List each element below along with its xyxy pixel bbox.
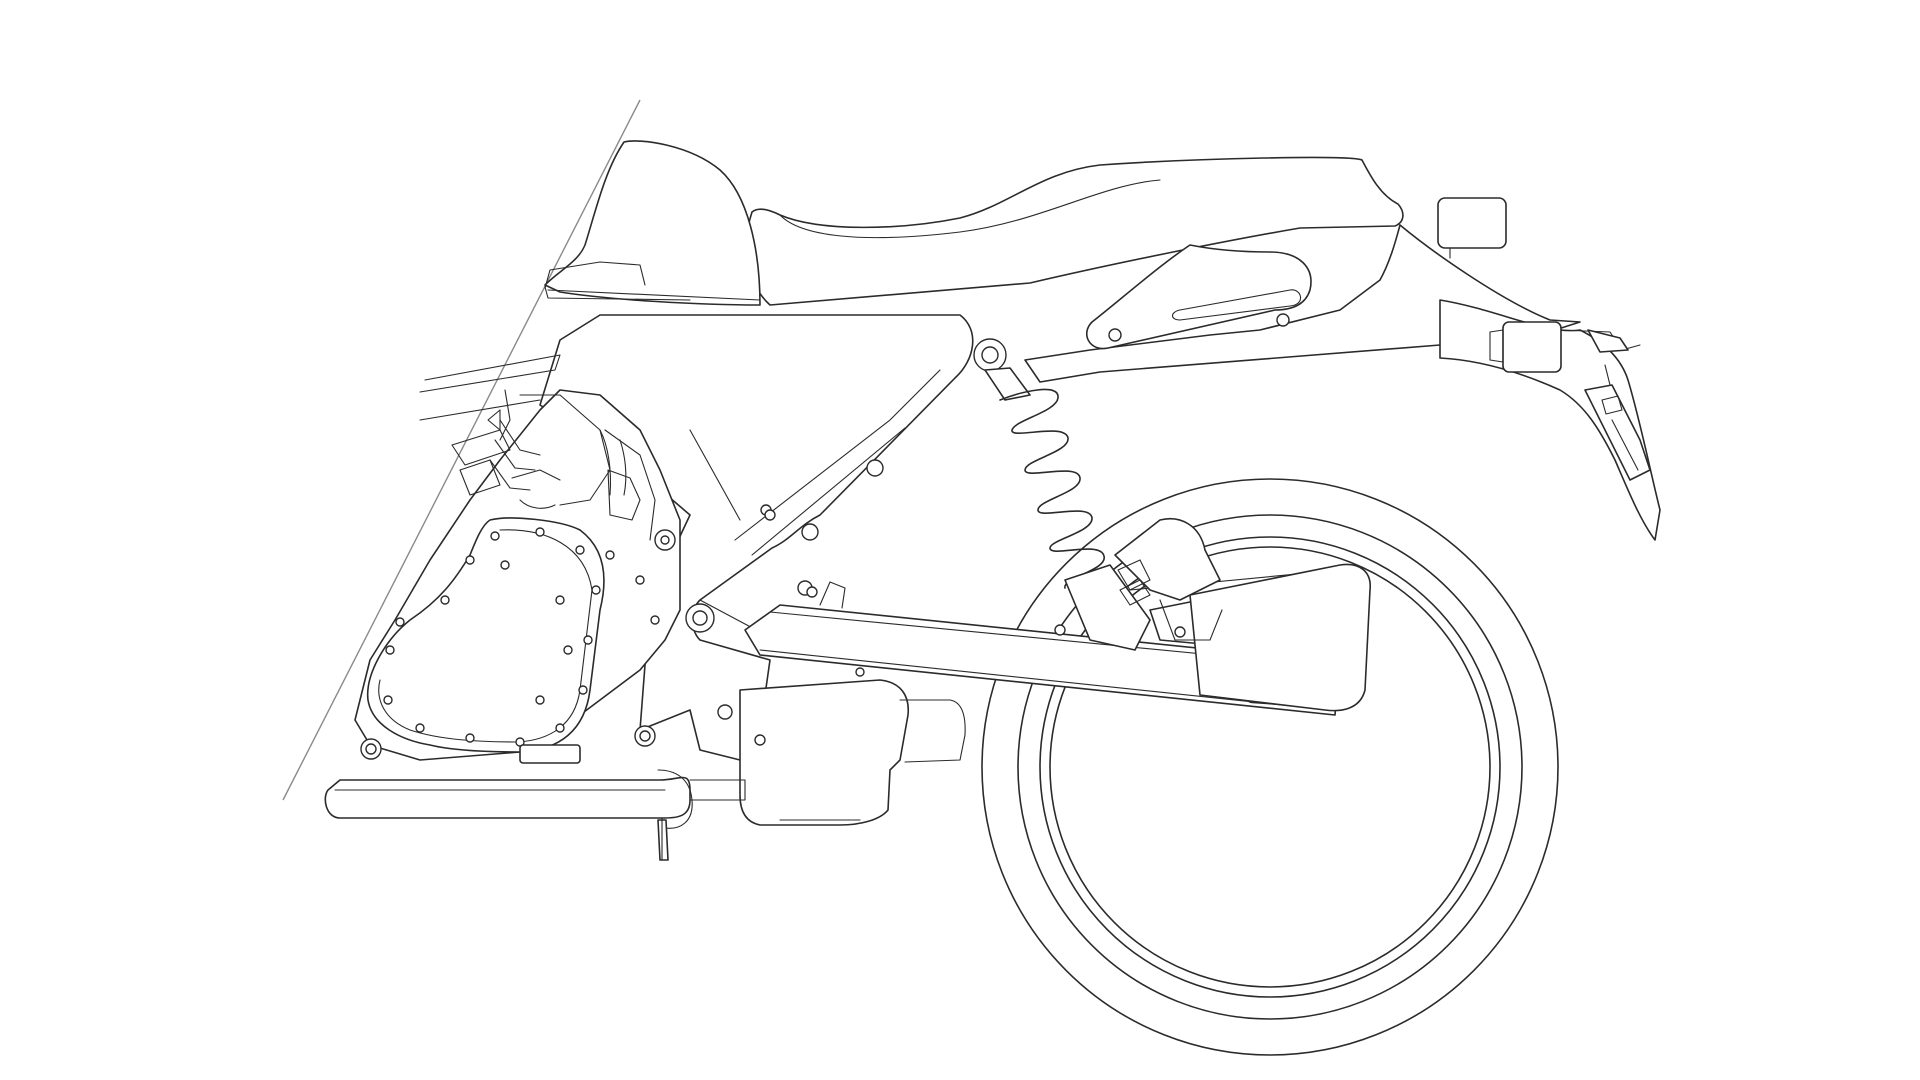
misc-bolt-3 — [806, 586, 818, 598]
shock-top-eye — [984, 367, 1031, 401]
rear-rim-inner — [1049, 546, 1491, 988]
swingarm-top-edge — [769, 611, 1266, 661]
shock-top-bolt — [981, 346, 999, 364]
engine-lower-bolt-center — [365, 743, 377, 755]
cover-bolt-18 — [563, 645, 573, 655]
catalytic-extension — [899, 699, 966, 763]
bracket-bolt-1 — [1174, 626, 1186, 638]
swingarm-pivot-inner — [692, 610, 708, 626]
cover-bolt-5 — [583, 635, 593, 645]
rear-shock-absorber — [973, 338, 1223, 651]
frame-bolt-2 — [866, 459, 884, 477]
shock-body — [1064, 564, 1151, 651]
rear-rim-outer — [1039, 536, 1501, 998]
engine-link — [511, 469, 561, 481]
fuel-tank — [544, 140, 761, 306]
cover-bolt-9 — [465, 733, 475, 743]
cover-bolt-20 — [605, 550, 615, 560]
cylinder-fin-3 — [489, 459, 531, 491]
cover-bolt-15 — [395, 617, 405, 627]
cover-bolt-11 — [383, 695, 393, 705]
engine-lower-bolt-2-center — [639, 730, 651, 742]
grab-rail-bolt-front — [1108, 328, 1122, 342]
grab-rail-bolt-rear — [1276, 313, 1290, 327]
engine-nameplate — [519, 744, 581, 764]
rear-turn-signal — [1502, 321, 1562, 373]
cover-bolt-10 — [415, 723, 425, 733]
shock-lower-mount — [1159, 599, 1223, 641]
turn-signal-mount — [1489, 329, 1504, 363]
shock-spring — [999, 388, 1105, 589]
cover-bolt-22 — [650, 615, 660, 625]
seat — [745, 156, 1404, 306]
tank-mount-cover — [544, 261, 646, 289]
tank-base-line — [547, 289, 761, 301]
cylinder-head-outline — [519, 394, 611, 506]
grab-rail-slot — [1171, 289, 1302, 321]
swingarm-bolt — [1054, 624, 1066, 636]
misc-bolt-1 — [764, 509, 776, 521]
cover-bolt-7 — [555, 723, 565, 733]
fender-reflector — [1587, 329, 1629, 353]
tail-light — [1437, 197, 1507, 249]
upper-frame-tube-2 — [419, 399, 541, 421]
cover-bolt-19 — [535, 695, 545, 705]
engine-mount-center — [660, 535, 670, 545]
upper-frame-tube — [419, 354, 561, 393]
cover-bolt-14 — [465, 555, 475, 565]
cover-bolt-6 — [578, 685, 588, 695]
engine-detail-box — [459, 459, 501, 496]
engine — [354, 389, 681, 764]
shock-reservoir — [1114, 518, 1221, 601]
misc-bolt-2 — [855, 667, 865, 677]
front-bracket — [451, 429, 511, 466]
cover-bolt-21 — [635, 575, 645, 585]
engine-clutch-cover — [366, 517, 605, 753]
plate-stem — [1604, 364, 1611, 386]
engine-rear-edge — [604, 429, 656, 541]
cover-bolt-12 — [385, 645, 395, 655]
exhaust-header — [324, 776, 691, 819]
frame-bolt-1 — [801, 523, 819, 541]
chain-tensioner — [487, 409, 501, 431]
side-stand — [657, 819, 669, 861]
catalytic-box — [739, 679, 909, 826]
shock-adjuster — [1117, 559, 1151, 591]
cutaway-line — [282, 99, 641, 801]
license-light — [1601, 395, 1623, 415]
frame-bolt-5 — [717, 704, 733, 720]
cover-bolt-16 — [500, 560, 510, 570]
frame-down-rail — [689, 429, 741, 521]
cylinder-fin-2 — [494, 439, 536, 471]
rear-wheel — [981, 478, 1559, 1056]
cover-bolt-13 — [440, 595, 450, 605]
engine-wire — [499, 389, 511, 441]
seat-contour — [779, 179, 1161, 239]
plate-edge — [1611, 419, 1639, 471]
cover-bolt-1 — [490, 531, 500, 541]
misc-bolt-4 — [754, 734, 766, 746]
tank-lower-edge — [544, 286, 691, 301]
cylinder-fin-1 — [499, 419, 541, 456]
grab-rail — [1086, 244, 1312, 350]
cover-bolt-3 — [575, 545, 585, 555]
frame-inner-rail — [734, 369, 941, 541]
license-plate-bracket — [1584, 384, 1651, 481]
engine-carb-line — [519, 499, 556, 509]
swingarm-chain-guide — [819, 581, 846, 609]
engine-hose-1 — [599, 429, 612, 496]
pipe-joint — [689, 779, 746, 801]
rear-tire-inner — [1017, 514, 1523, 1020]
cover-bolt-2 — [535, 527, 545, 537]
exhaust-pipe — [324, 769, 693, 829]
engine-hose-2 — [619, 439, 627, 496]
cover-bolt-17 — [555, 595, 565, 605]
rear-tire-outer — [981, 478, 1559, 1056]
cover-bolt-4 — [591, 585, 601, 595]
frame-inner-rail-2 — [751, 427, 906, 556]
muffler — [1189, 563, 1371, 712]
shock-preload — [1119, 579, 1151, 606]
